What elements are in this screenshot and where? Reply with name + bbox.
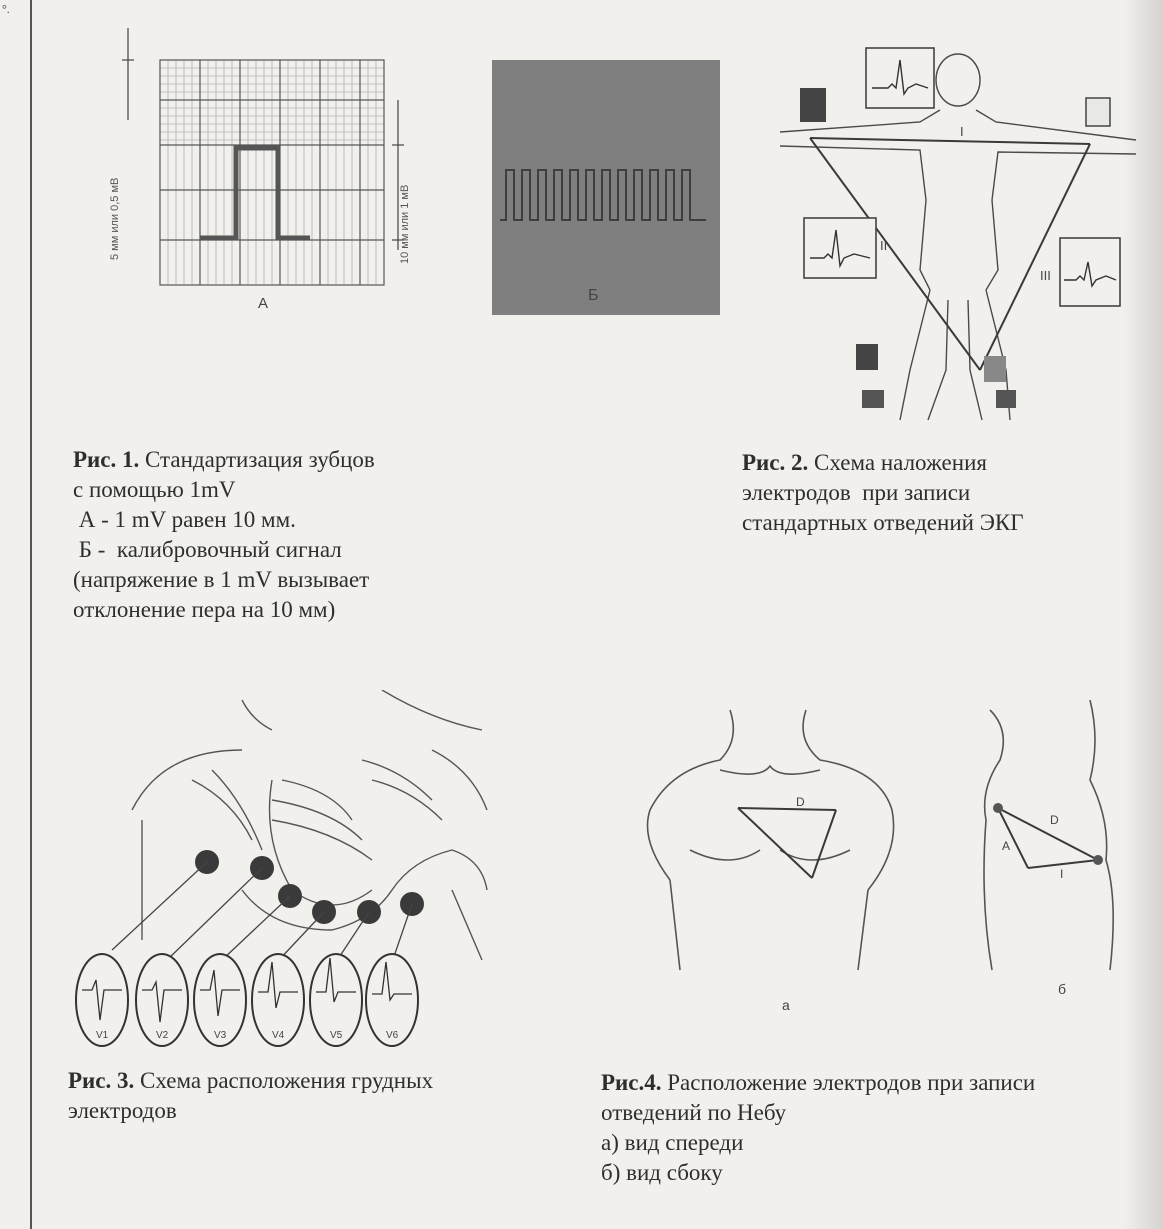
fig2-lead-ii: II [880,238,887,253]
fig1-caption-number: Рис. 1. [73,447,139,472]
fig4-caption-line4: б) вид сбоку [601,1158,1121,1188]
fig4-caption-line2: отведений по Небу [601,1098,1121,1128]
fig3-lead-v3: V3 [214,1030,227,1041]
fig4-caption-line3: а) вид спереди [601,1128,1121,1158]
fig2-caption-line1: Схема наложения [808,450,987,475]
fig4b-point-d: D [1050,813,1059,827]
fig3-caption-line1: Схема расположения грудных [134,1068,433,1093]
fig3-lead-v4: V4 [272,1030,285,1041]
fig1-axis-right: 10 мм или 1 мВ [399,185,411,264]
fig3-chest-leads-diagram: V1 V2 V3 V4 V5 V6 [72,690,492,1060]
fig3-caption: Рис. 3. Схема расположения грудных элект… [68,1066,528,1126]
fig3-caption-number: Рис. 3. [68,1068,134,1093]
fig3-lead-v1: V1 [96,1030,109,1041]
fig1-caption-line3: А - 1 mV равен 10 мм. [73,505,473,535]
corner-mark: °. [2,2,10,17]
fig1-grid-diagram: 5 мм или 0,5 мВ 10 мм или 1 мВ A [100,20,420,320]
fig1-caption-line4: Б - калибровочный сигнал [73,535,473,565]
fig2-lead-i: I [960,124,964,139]
fig1-axis-left: 5 мм или 0,5 мВ [109,178,121,260]
fig1-caption-line1: Стандартизация зубцов [139,447,375,472]
fig4b-point-i: I [1060,867,1063,881]
fig4-caption-line1: Расположение электродов при записи [662,1070,1036,1095]
fig2-caption: Рис. 2. Схема наложения электродов при з… [742,448,1122,538]
fig3-lead-v5: V5 [330,1030,343,1041]
fig1-caption-line2: с помощью 1mV [73,475,473,505]
fig4-point-d: D [796,795,805,809]
fig4-label-b: б [1058,981,1066,997]
fig4-front-view-diagram: D а [630,700,910,1020]
fig1-label-a: A [258,295,268,312]
fig2-caption-number: Рис. 2. [742,450,808,475]
fig1-caption-line5: (напряжение в 1 mV вызывает [73,565,473,595]
fig4-label-a: а [782,997,790,1013]
fig2-caption-line2: электродов при записи [742,478,1122,508]
fig4-caption: Рис.4. Расположение электродов при запис… [601,1068,1121,1188]
fig1-caption-line6: отклонение пера на 10 мм) [73,595,473,625]
fig1-label-b: Б [588,287,599,304]
fig3-lead-v2: V2 [156,1030,169,1041]
fig2-lead-iii: III [1040,268,1051,283]
fig1-calibration-signal: Б [492,60,720,315]
fig4-side-view-diagram: D A I б [950,700,1130,1010]
fig3-lead-v6: V6 [386,1030,399,1041]
fig2-caption-line3: стандартных отведений ЭКГ [742,508,1122,538]
fig2-limb-leads-diagram: I II III [770,40,1140,450]
page-margin-line [30,0,32,1229]
fig3-caption-line2: электродов [68,1096,528,1126]
fig1-caption: Рис. 1. Стандартизация зубцов с помощью … [73,445,473,625]
fig4-caption-number: Рис.4. [601,1070,662,1095]
fig4b-point-a: A [1002,839,1010,853]
